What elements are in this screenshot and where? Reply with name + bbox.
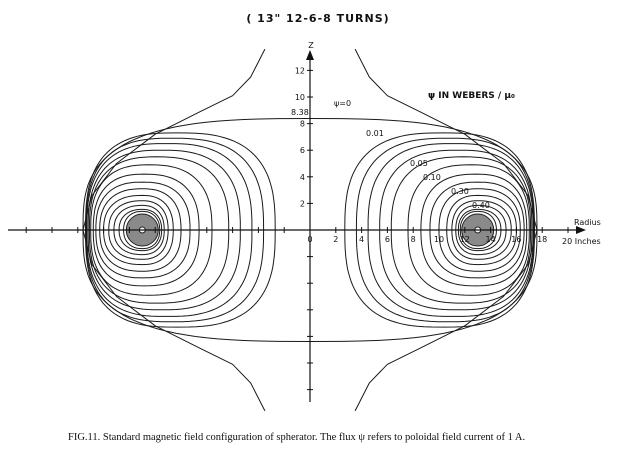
- z-axis-title: Z: [308, 41, 314, 50]
- x-axis-arrow-icon: [576, 226, 586, 234]
- open-field-line: [82, 229, 266, 412]
- x-tick-label: 8: [411, 235, 416, 244]
- z-tick-label: 10: [295, 93, 305, 102]
- z-tick-label: 4: [300, 173, 305, 182]
- open-field-line: [82, 48, 266, 231]
- contour-label-0.40: 0.40: [472, 201, 490, 210]
- z-tick-label: 6: [300, 146, 305, 155]
- x-tick-label: 10: [434, 235, 444, 244]
- x-tick-label: 18: [537, 235, 547, 244]
- x-tick-label: 16: [511, 235, 521, 244]
- figure-caption: FIG.11. Standard magnetic field configur…: [68, 432, 525, 443]
- x-tick-label: 2: [333, 235, 338, 244]
- separatrix-label: ψ=0: [334, 99, 351, 108]
- contour-label-0.10: 0.10: [423, 173, 441, 182]
- z-axis-arrow-icon: [306, 50, 314, 60]
- figure-title: ( 13" 12-6-8 TURNS): [246, 12, 389, 25]
- x-tick-label: 6: [385, 235, 390, 244]
- z-tick-label: 12: [295, 66, 305, 75]
- contour-label-0.30: 0.30: [451, 187, 469, 196]
- z-tick-label: 2: [300, 199, 305, 208]
- legend-units: ψ IN WEBERS / μ₀: [428, 91, 515, 101]
- x-tick-label: 14: [486, 235, 496, 244]
- open-field-line: [354, 48, 538, 231]
- open-field-line: [354, 229, 538, 412]
- x-tick-label: 12: [460, 235, 470, 244]
- contour-label-0.01: 0.01: [366, 129, 384, 138]
- z-tick-label: 8: [300, 120, 305, 129]
- x-tick-label: 4: [359, 235, 364, 244]
- contour-label-0.05: 0.05: [410, 159, 428, 168]
- separatrix-height-label: 8.38: [291, 108, 309, 117]
- x-axis-title: Radius: [574, 218, 601, 227]
- x-tick-label: 0: [307, 235, 312, 244]
- axes: [8, 50, 586, 402]
- x-axis-end-label: 20 Inches: [562, 237, 601, 246]
